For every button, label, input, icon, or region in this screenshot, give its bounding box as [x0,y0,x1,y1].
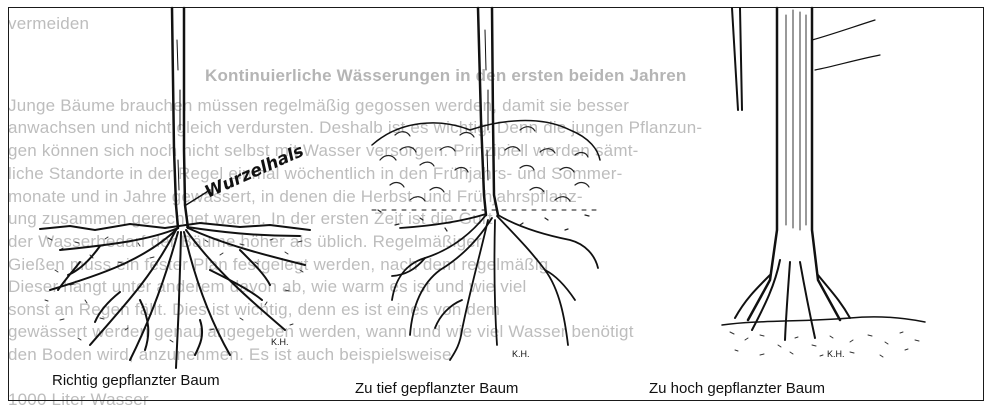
caption-correct-planting: Richtig gepflanzter Baum [52,372,220,389]
caption-too-deep-planting: Zu tief gepflanzter Baum [355,380,518,397]
artist-signature-right: K.H. [827,349,845,359]
too-deep-planting-drawing [372,8,600,360]
too-high-planting-drawing [722,8,925,357]
caption-too-high-planting: Zu hoch gepflanzter Baum [649,380,825,397]
artist-signature-left: K.H. [271,337,289,347]
artist-signature-middle: K.H. [512,349,530,359]
correct-planting-drawing [40,8,310,368]
wurzelhals-label: Wurzelhals [202,141,307,202]
